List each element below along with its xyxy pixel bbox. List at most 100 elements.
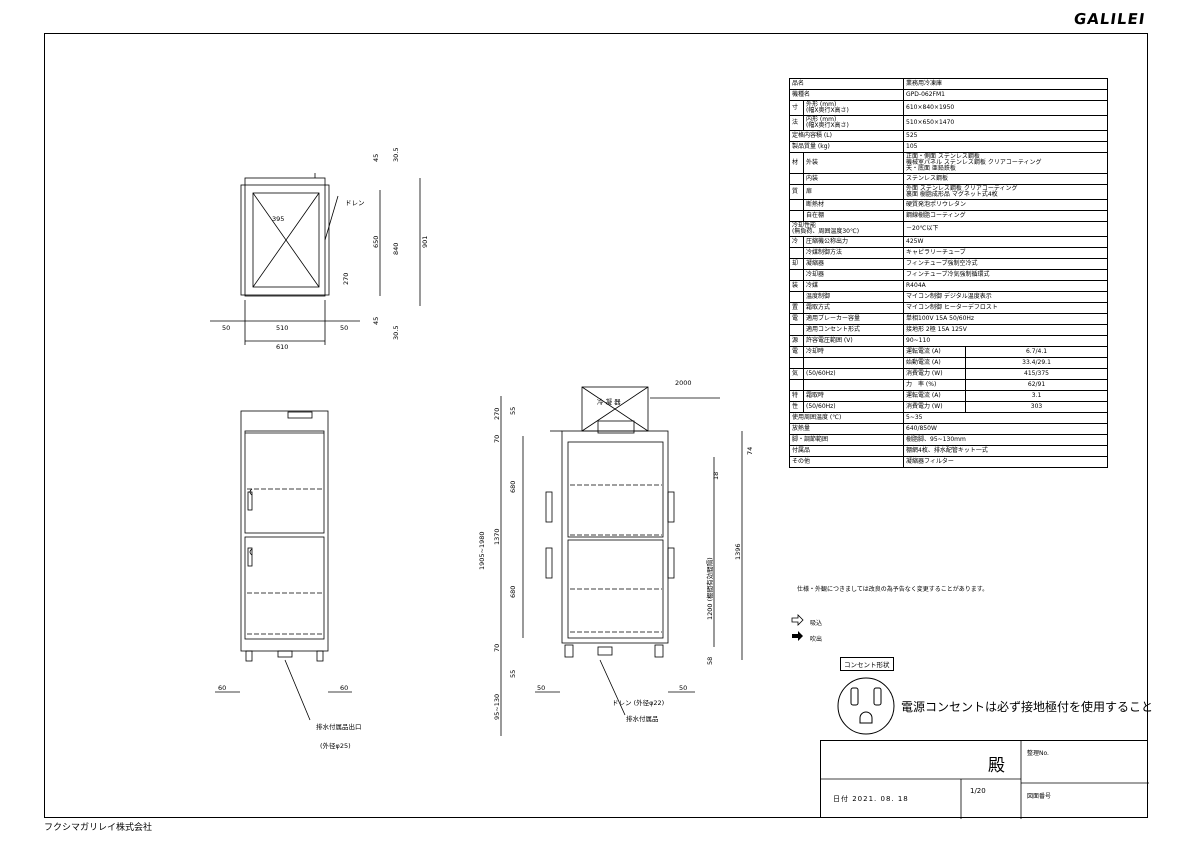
side-drain-label: ドレン (外径φ22)	[612, 698, 664, 707]
spec-value: 105	[903, 141, 1109, 153]
spec-value: 硬質発泡ポリウレタン	[903, 199, 1109, 211]
spec-value: 425W	[903, 236, 1109, 248]
dim-395: 395	[272, 215, 284, 223]
spec-value: 接地形 2極 15A 125V	[903, 324, 1109, 336]
spec-row: 品名業務用冷凍庫	[788, 78, 1109, 90]
spec-sub: 冷却時	[802, 346, 905, 358]
spec-value: 3.1	[965, 390, 1109, 402]
spec-row: 付属品棚網4枚、排水配管キット一式	[788, 445, 1109, 457]
legend-exhaust: 吹出	[810, 636, 823, 643]
spec-label: 霜取方式	[802, 302, 905, 314]
spec-label: 品名	[788, 78, 905, 90]
outlet-icon	[837, 677, 895, 735]
spec-row: 製品質量 (kg)105	[788, 141, 1109, 153]
dim-680-bottom: 680	[509, 586, 517, 598]
dim-70-top: 70	[493, 435, 501, 443]
date-label: 日付 2021. 08. 18	[833, 795, 909, 803]
spec-value: 303	[965, 401, 1109, 413]
spec-label: 許容電圧範囲 (V)	[802, 335, 905, 347]
dim-901: 901	[421, 236, 429, 248]
spec-row: 材外装正面・側面 ステンレス鋼板 機械室パネル ステンレス鋼板 クリアコーティン…	[789, 152, 1109, 174]
spec-value: マイコン制御 ヒーターデフロスト	[903, 302, 1109, 314]
spec-value: フィンチューブ強制空冷式	[903, 258, 1109, 270]
spec-row: 電適用ブレーカー容量単相100V 15A 50/60Hz	[789, 313, 1109, 325]
outlet-shape-label: コンセント形状	[840, 657, 894, 671]
spec-label: 適用コンセント形式	[802, 324, 905, 336]
spec-label: 凝縮器	[802, 258, 905, 270]
spec-label: 脚・調節範囲	[788, 434, 905, 446]
company-name: フクシマガリレイ株式会社	[44, 823, 153, 833]
spec-label: 内形 (mm) (幅X奥行X高さ)	[802, 115, 905, 131]
spec-value: 鋼線樹脂コーティング	[903, 210, 1109, 222]
dim-270: 270	[342, 273, 350, 285]
spec-group: 気	[789, 368, 804, 380]
legend-intake: 吸込	[810, 620, 823, 627]
spec-label: 運転電流 (A)	[903, 390, 967, 402]
spec-label: 断熱材	[802, 199, 905, 211]
spec-group	[789, 199, 804, 211]
spec-label: 運転電流 (A)	[903, 346, 967, 358]
spec-row: 断熱材硬質発泡ポリウレタン	[789, 199, 1109, 211]
spec-label: 消費電力 (W)	[903, 368, 967, 380]
dim-680-top: 680	[509, 481, 517, 493]
dim-1370: 1370	[493, 528, 501, 545]
spec-value: 640/850W	[903, 423, 1109, 435]
spec-row: 寸外形 (mm) (幅X奥行X高さ)610×840×1950	[789, 100, 1109, 116]
front-drain-size: (外径φ25)	[320, 741, 351, 750]
recipient-suffix: 殿	[988, 756, 1005, 776]
spec-row: 性(50/60Hz)消費電力 (W)303	[789, 401, 1109, 413]
dim-30-5-top: 30.5	[392, 148, 400, 162]
spec-value: ステンレス鋼板	[903, 173, 1109, 185]
spec-row: 源許容電圧範囲 (V)90~110	[789, 335, 1109, 347]
spec-row: 使用周囲温度 (℃)5~35	[788, 412, 1109, 424]
spec-label: 消費電力 (W)	[903, 401, 967, 413]
spec-value: 外面 ステンレス鋼板 クリアコーティング 裏面 樹脂成形品 マグネット式4枚	[903, 184, 1109, 200]
spec-group: 置	[789, 302, 804, 314]
spec-sub	[802, 357, 905, 369]
spec-group: 冷	[789, 236, 804, 248]
spec-group: 装	[789, 280, 804, 292]
spec-value: フィンチューブ冷気強制循環式	[903, 269, 1109, 281]
outlet-warning: 電源コンセントは必ず接地極付を使用すること	[901, 700, 1154, 714]
spec-label: 使用周囲温度 (℃)	[788, 412, 905, 424]
spec-value: 業務用冷凍庫	[903, 78, 1109, 90]
spec-value: 62/91	[965, 379, 1109, 391]
spec-label: 扉	[802, 184, 905, 200]
spec-label: 付属品	[788, 445, 905, 457]
legend-icons	[791, 614, 804, 641]
spec-group: 寸	[789, 100, 804, 116]
spec-group: 特	[789, 390, 804, 402]
spec-label: 放熱量	[788, 423, 905, 435]
drawing-frame	[44, 33, 1148, 818]
spec-row: 自在棚鋼線樹脂コーティング	[789, 210, 1109, 222]
spec-group	[789, 210, 804, 222]
spec-value: マイコン制御 デジタル温度表示	[903, 291, 1109, 303]
dim-70-bottom: 70	[493, 644, 501, 652]
spec-label: 力 率 (%)	[903, 379, 967, 391]
dim-1396: 1396	[734, 543, 742, 560]
spec-row: 冷媒制御方法キャピラリーチューブ	[789, 247, 1109, 259]
spec-row: 脚・調節範囲樹脂脚、95~130mm	[788, 434, 1109, 446]
dim-50-left: 50	[222, 324, 230, 332]
spec-label: 定格内容積 (L)	[788, 130, 905, 142]
title-block	[820, 740, 1149, 819]
dim-1200-shelf: 1200 (棚間有効間隔)	[705, 557, 714, 620]
spec-label: 外形 (mm) (幅X奥行X高さ)	[802, 100, 905, 116]
spec-value: 凝縮器フィルター	[903, 456, 1109, 468]
spec-label: 適用ブレーカー容量	[802, 313, 905, 325]
spec-sub: (50/60Hz)	[802, 401, 905, 413]
spec-group	[789, 247, 804, 259]
spec-value: 415/375	[965, 368, 1109, 380]
spec-group	[789, 269, 804, 281]
spec-value: キャピラリーチューブ	[903, 247, 1109, 259]
dim-1905-1980: 1905~1980	[478, 531, 486, 570]
spec-label: 自在棚	[802, 210, 905, 222]
dim-74: 74	[746, 447, 754, 455]
spec-row: 冷却器フィンチューブ冷気強制循環式	[789, 269, 1109, 281]
spec-row: 法内形 (mm) (幅X奥行X高さ)510×650×1470	[789, 115, 1109, 131]
spec-row: 特霜取時運転電流 (A)3.1	[789, 390, 1109, 402]
reference-no-label: 整理No.	[1027, 750, 1049, 757]
